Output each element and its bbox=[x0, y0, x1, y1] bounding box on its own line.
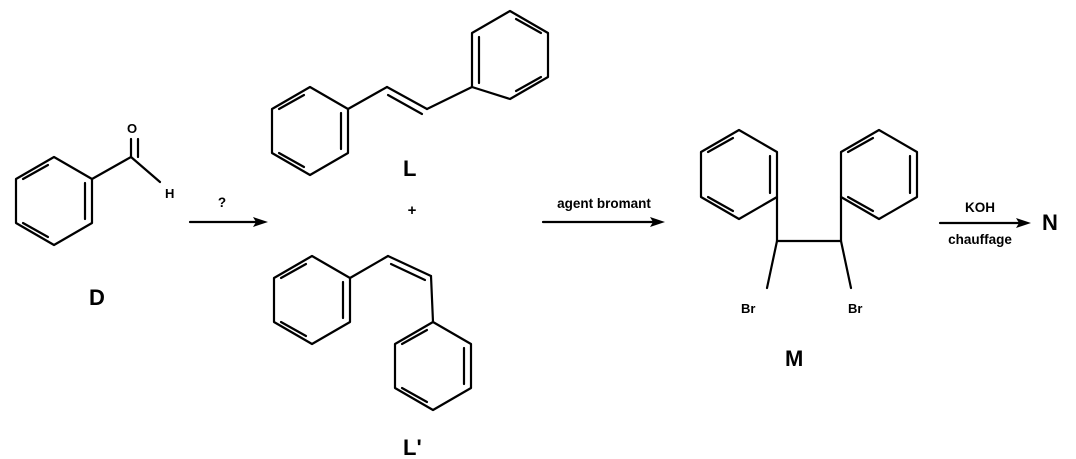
arrow-3-condition: chauffage bbox=[948, 232, 1012, 247]
benzene-ring bbox=[699, 128, 779, 221]
compound-label-L-prime: L' bbox=[403, 435, 422, 459]
arrow-1-condition: ? bbox=[218, 195, 226, 210]
alkene-bridge bbox=[348, 254, 435, 324]
aldehyde-group bbox=[90, 137, 162, 184]
benzene-ring bbox=[470, 9, 550, 101]
benzene-ring bbox=[272, 254, 352, 346]
molecule-dibromide: Br Br bbox=[699, 128, 919, 316]
compound-label-N: N bbox=[1042, 210, 1058, 235]
ethane-backbone bbox=[765, 195, 853, 290]
reaction-arrow-2 bbox=[541, 217, 665, 227]
benzene-ring bbox=[14, 155, 94, 247]
oxygen-label: O bbox=[127, 121, 137, 136]
reaction-arrow-3 bbox=[938, 218, 1031, 228]
benzene-ring bbox=[839, 128, 919, 221]
plus-sign: + bbox=[408, 202, 417, 219]
molecule-trans-stilbene bbox=[270, 9, 550, 177]
arrow-2-condition: agent bromant bbox=[557, 196, 651, 211]
molecule-benzaldehyde: O H bbox=[14, 121, 174, 247]
bromine-label: Br bbox=[741, 301, 755, 316]
alkene-bridge bbox=[346, 85, 474, 116]
compound-label-L: L bbox=[403, 156, 416, 181]
compound-label-M: M bbox=[785, 346, 803, 371]
reaction-arrow-1 bbox=[188, 217, 268, 227]
compound-label-D: D bbox=[89, 285, 105, 310]
molecule-cis-stilbene bbox=[272, 254, 473, 412]
benzene-ring bbox=[270, 85, 350, 177]
bromine-label: Br bbox=[848, 301, 862, 316]
arrow-3-reagent: KOH bbox=[965, 200, 995, 215]
hydrogen-label: H bbox=[165, 186, 174, 201]
benzene-ring bbox=[393, 320, 473, 412]
